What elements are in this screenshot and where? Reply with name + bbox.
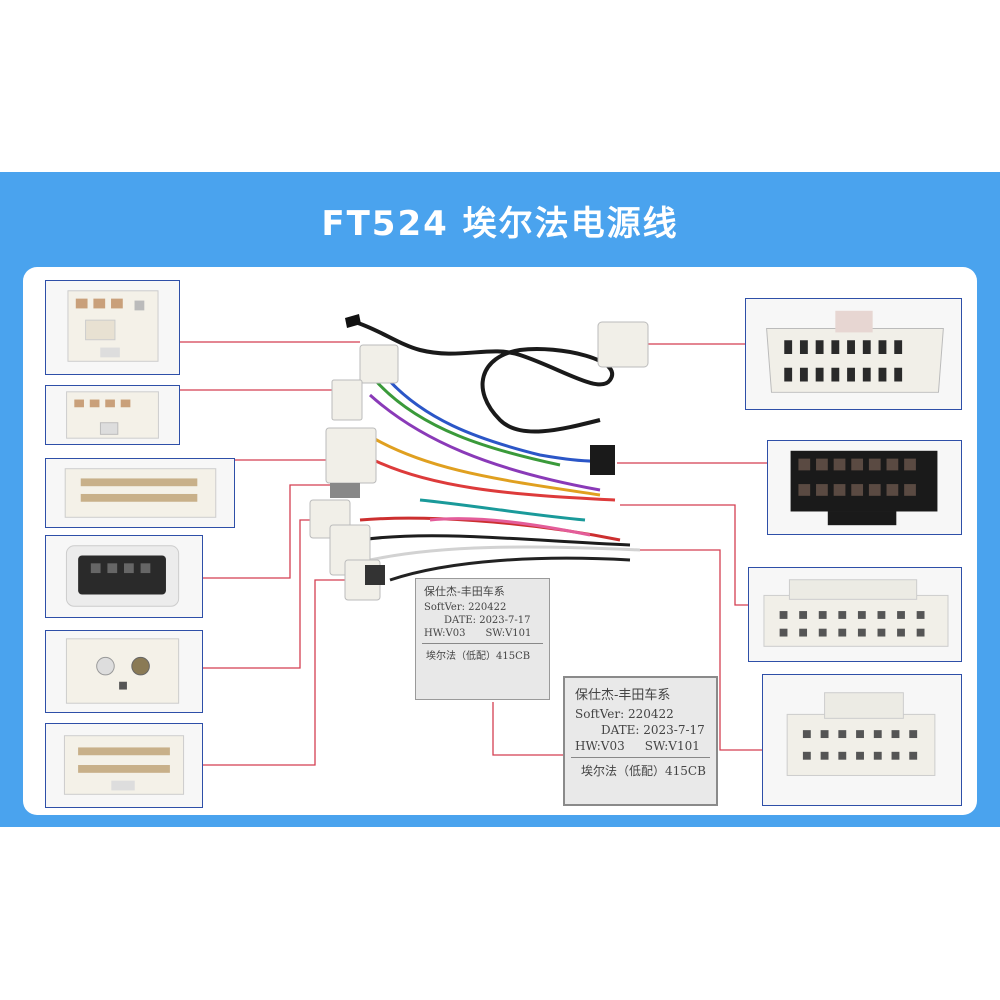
- label-model: 埃尔法（低配）415CB: [571, 757, 710, 779]
- label-softver: SoftVer: 220422: [424, 602, 507, 613]
- label-hw-sw: HW:V03 SW:V101: [416, 626, 549, 639]
- connector-photo-1: [45, 280, 180, 375]
- label-hw: HW:V03: [575, 739, 625, 753]
- label-sw: SW:V101: [644, 739, 700, 753]
- label-softver: SoftVer: 220422: [575, 707, 674, 721]
- connector-photo-2: [45, 385, 180, 445]
- connector-photo-10: [762, 674, 962, 806]
- connector-photo-7: [745, 298, 962, 410]
- connector-photo-5: [45, 630, 203, 713]
- connector-photo-4: [45, 535, 203, 618]
- connector-photo-8: [767, 440, 962, 535]
- module-label-photo: 保仕杰-丰田车系 SoftVer: 220422 DATE: 2023-7-17…: [415, 578, 550, 700]
- label-brand: 保仕杰-丰田车系: [424, 585, 505, 598]
- module-label-zoom: 保仕杰-丰田车系 SoftVer: 220422 DATE: 2023-7-17…: [563, 676, 718, 806]
- label-sw: SW:V101: [485, 628, 532, 639]
- label-date: DATE: 2023-7-17: [601, 723, 705, 737]
- label-date: DATE: 2023-7-17: [444, 615, 531, 626]
- module-label-1: 保仕杰-丰田车系 SoftVer: 220422 DATE: 2023-7-17…: [416, 579, 549, 662]
- page-title: FT524 埃尔法电源线: [321, 204, 679, 244]
- connector-photo-3: [45, 458, 235, 528]
- label-hw: HW:V03: [424, 628, 466, 639]
- label-model: 埃尔法（低配）415CB: [422, 643, 543, 662]
- label-brand: 保仕杰-丰田车系: [575, 688, 671, 703]
- connector-photo-9: [748, 567, 962, 662]
- label-hw-sw: HW:V03 SW:V101: [565, 737, 716, 753]
- connector-photo-6: [45, 723, 203, 808]
